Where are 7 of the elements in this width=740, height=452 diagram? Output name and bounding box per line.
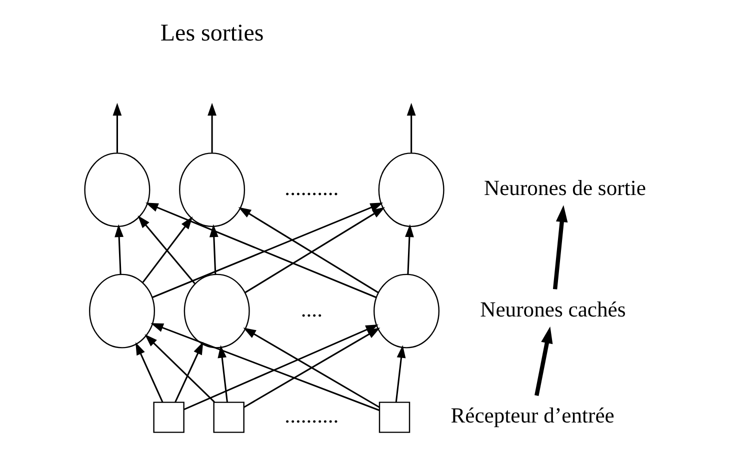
node-text: Neurones de sortie <box>484 176 646 200</box>
node-text: Neurones cachés <box>480 297 626 322</box>
label: .... <box>300 297 322 322</box>
node-text: Récepteur d’entrée <box>450 404 614 428</box>
label: Les sorties <box>160 20 264 47</box>
label: .......... <box>284 176 338 200</box>
label: .......... <box>284 404 338 428</box>
